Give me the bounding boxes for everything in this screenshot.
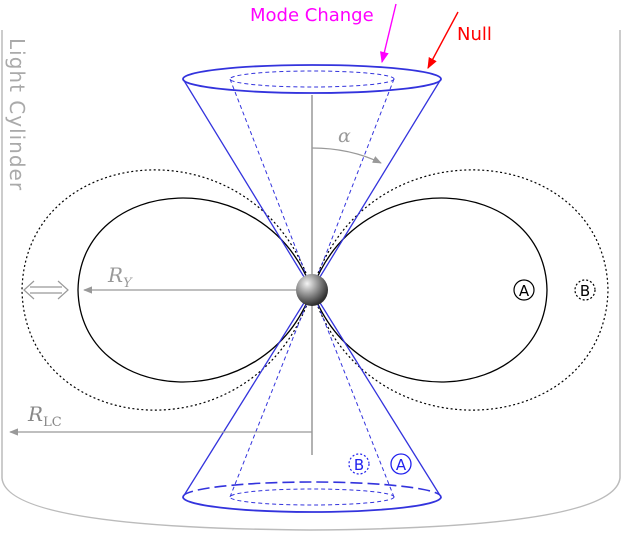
null-label: Null — [457, 24, 492, 45]
circle-label-b-bottom: B — [348, 453, 370, 475]
upper-inner-cone — [229, 70, 395, 291]
lower-inner-cone — [229, 289, 395, 506]
alpha-angle-arrow — [311, 147, 382, 164]
inner-field-line-left — [77, 197, 313, 383]
svg-text:B: B — [580, 282, 590, 300]
outer-field-line-left — [21, 169, 313, 411]
circle-label-a-bottom: A — [390, 453, 412, 475]
alpha-label: α — [338, 125, 351, 147]
r-lc-label: RLC — [27, 402, 62, 430]
mode-change-label: Mode Change — [250, 5, 374, 26]
outer-field-line-right — [311, 169, 609, 411]
svg-text:A: A — [519, 282, 530, 300]
double-arrow-icon — [23, 280, 69, 300]
inner-field-line-right — [311, 197, 548, 383]
upper-emission-cone — [182, 64, 442, 291]
circle-label-b-right: B — [574, 279, 596, 301]
svg-text:B: B — [354, 456, 364, 474]
null-arrow — [427, 11, 459, 69]
circle-label-a-right: A — [513, 279, 535, 301]
light-cylinder-label: Light Cylinder — [5, 38, 29, 191]
r-y-label: RY — [107, 263, 133, 291]
svg-text:A: A — [396, 456, 407, 474]
lower-emission-cone — [182, 289, 442, 513]
light-cylinder-outline — [1, 30, 621, 531]
mode-change-arrow — [380, 3, 397, 64]
neutron-star — [296, 274, 328, 306]
